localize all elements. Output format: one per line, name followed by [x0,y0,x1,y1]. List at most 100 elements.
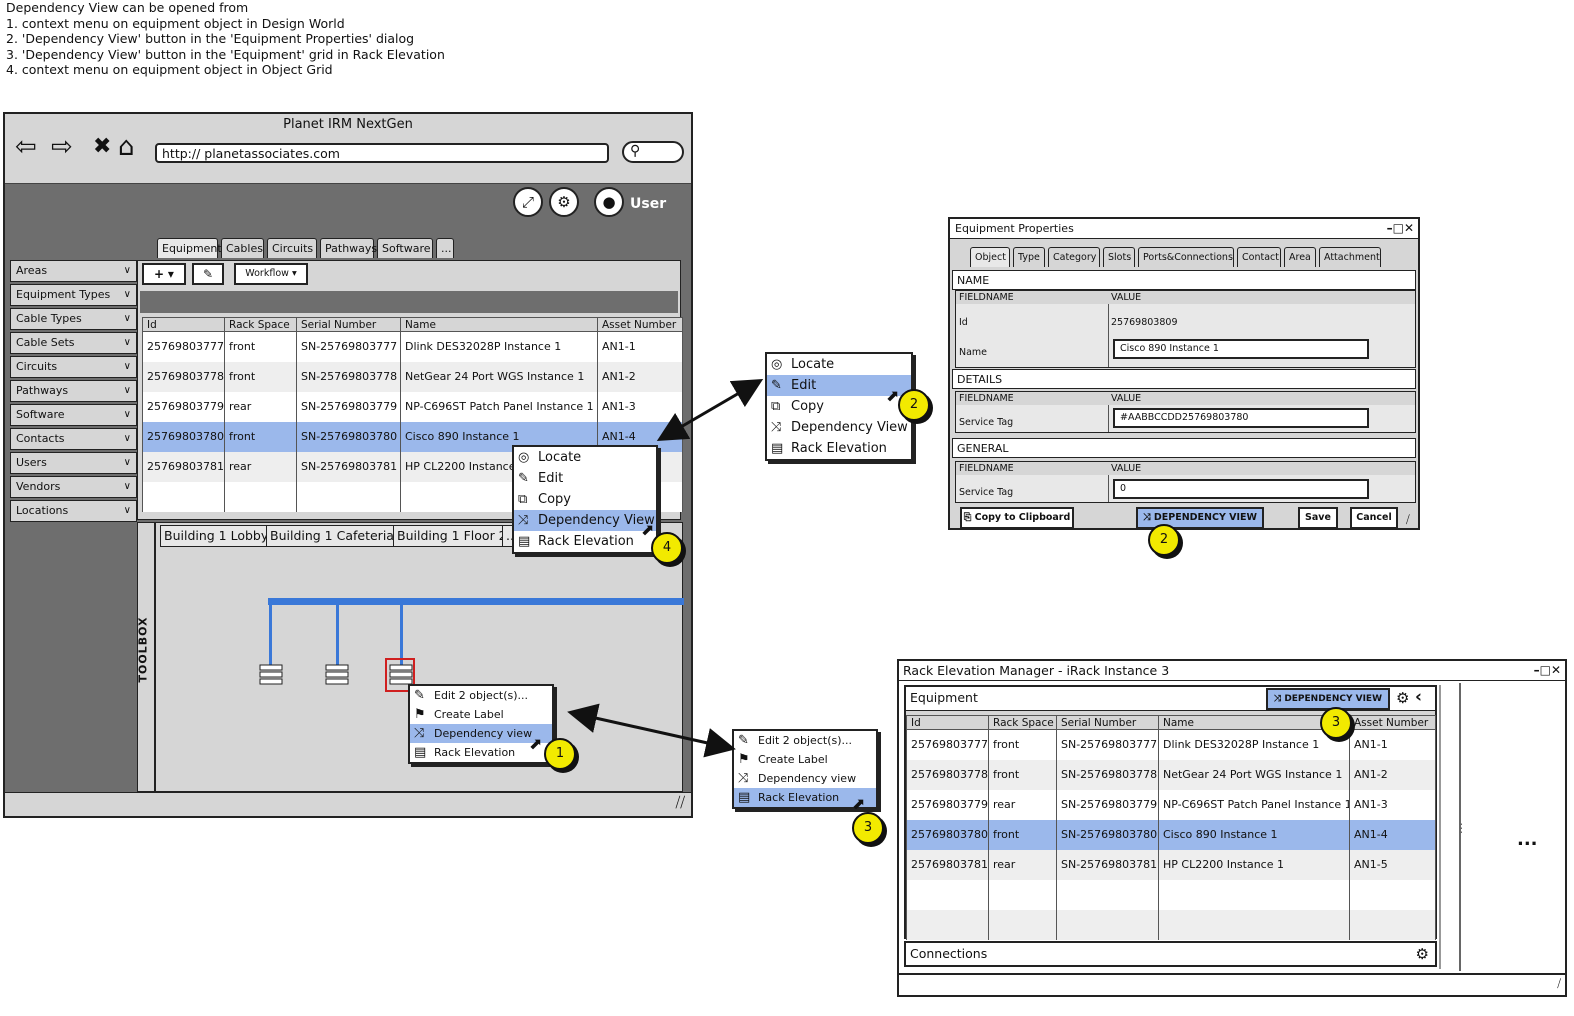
sidebar-item-pathways[interactable]: Pathways∨ [10,380,137,402]
menu-item-dependency-view[interactable]: ⤨Dependency View [514,510,656,531]
maximize-icon[interactable]: □ [1539,663,1551,677]
gear-icon[interactable]: ⚙ [1415,945,1429,963]
section-details[interactable]: DETAILS [952,369,1416,389]
table-row[interactable]: 25769803778 front SN-25769803778 NetGear… [142,361,683,392]
name-field[interactable]: Cisco 890 Instance 1 [1113,339,1369,359]
tab-object[interactable]: Object [970,247,1010,267]
section-general[interactable]: GENERAL [952,438,1416,458]
menu-item-rack-elevation[interactable]: ▤Rack Elevation [514,531,656,552]
tab-building-1-floor-2[interactable]: Building 1 Floor 2 [393,525,511,547]
resize-grip-icon[interactable]: ⧸ [1406,513,1410,526]
user-avatar[interactable]: ● [594,187,624,217]
table-row[interactable]: 25769803779 rear SN-25769803779 NP-C696S… [142,391,683,422]
tab-area[interactable]: Area [1284,247,1316,267]
menu-item-locate[interactable]: ◎Locate [514,447,656,468]
menu-item-edit[interactable]: ✎Edit [767,375,911,396]
column-header-rack-space[interactable]: Rack Space [988,715,1057,730]
tab-equipment[interactable]: Equipment [157,238,222,258]
menu-item-edit-objects[interactable]: ✎Edit 2 object(s)... [410,686,552,705]
tab-circuits[interactable]: Circuits [267,238,317,258]
menu-item-edit[interactable]: ✎Edit [514,468,656,489]
save-button[interactable]: Save [1298,507,1338,529]
sidebar-item-areas[interactable]: Areas∨ [10,260,137,282]
design-world-canvas[interactable]: Building 1 Lobby Building 1 Cafeteria Bu… [155,522,684,792]
sidebar-item-equipment-types[interactable]: Equipment Types∨ [10,284,137,306]
column-header-serial-number[interactable]: Serial Number [296,317,401,332]
sidebar-item-users[interactable]: Users∨ [10,452,137,474]
search-input[interactable]: ⚲ [622,141,684,163]
sidebar-item-software[interactable]: Software∨ [10,404,137,426]
maximize-icon[interactable]: □ [1392,221,1404,235]
dependency-view-button[interactable]: ⤨ DEPENDENCY VIEW [1266,688,1390,710]
toolbox-panel[interactable]: TOOLBOX [137,522,155,792]
tab-slots[interactable]: Slots [1103,247,1135,267]
user-label[interactable]: User [630,196,667,212]
sidebar-item-cable-types[interactable]: Cable Types∨ [10,308,137,330]
splitter-grip-icon[interactable]: ⋮ [1455,821,1467,835]
tab-pathways[interactable]: Pathways [320,238,377,258]
column-header-id[interactable]: Id [906,715,989,730]
menu-item-create-label[interactable]: ⚑Create Label [410,705,552,724]
tab-type[interactable]: Type [1013,247,1045,267]
tab-building-1-lobby[interactable]: Building 1 Lobby [160,525,273,547]
tab-building-1-cafeteria[interactable]: Building 1 Cafeteria [266,525,398,547]
column-header-name[interactable]: Name [1158,715,1350,730]
section-name[interactable]: NAME [952,270,1416,290]
sidebar-item-circuits[interactable]: Circuits∨ [10,356,137,378]
more-icon[interactable]: ... [1517,829,1538,850]
column-header-name[interactable]: Name [400,317,598,332]
add-button[interactable]: + ▾ [142,263,186,285]
table-row[interactable]: 25769803781 rear SN-25769803781 HP CL220… [142,451,683,482]
minimize-icon[interactable]: – [1533,663,1540,677]
menu-item-rack-elevation[interactable]: ▤Rack Elevation [734,788,876,807]
menu-item-dependency-view[interactable]: ⤨Dependency View [767,417,911,438]
dependency-view-button[interactable]: ⤨ DEPENDENCY VIEW [1136,507,1264,529]
column-header-serial-number[interactable]: Serial Number [1056,715,1159,730]
splitter[interactable] [1439,685,1441,969]
fullscreen-button[interactable]: ⤢ [513,187,543,217]
column-header-asset-number[interactable]: Asset Number [597,317,683,332]
menu-item-dependency-view[interactable]: ⤨Dependency view [734,769,876,788]
resize-grip-icon[interactable]: ⧸⧸ [675,795,685,811]
settings-button[interactable]: ⚙ [549,187,579,217]
table-row[interactable]: 25769803777 front SN-25769803777 Dlink D… [906,729,1436,760]
table-row[interactable]: 25769803781 rear SN-25769803781 HP CL220… [906,849,1436,880]
column-header-id[interactable]: Id [142,317,225,332]
table-row[interactable]: 25769803777 front SN-25769803777 Dlink D… [142,331,683,362]
copy-to-clipboard-button[interactable]: ⎘ Copy to Clipboard [960,507,1074,529]
cancel-button[interactable]: Cancel [1350,507,1398,529]
back-icon[interactable]: ⇦ [15,132,37,162]
table-row[interactable]: 25769803778 front SN-25769803778 NetGear… [906,759,1436,790]
tab-attachment[interactable]: Attachment [1319,247,1381,267]
server-rack-icon[interactable] [325,664,349,685]
sidebar-item-vendors[interactable]: Vendors∨ [10,476,137,498]
url-input[interactable]: http:// planetassociates.com [155,143,609,163]
general-service-tag-field[interactable]: 0 [1113,479,1369,499]
gear-icon[interactable]: ⚙ [1396,689,1410,707]
close-icon[interactable]: ✕ [1403,221,1414,235]
menu-item-locate[interactable]: ◎Locate [767,354,911,375]
window-controls[interactable]: –□✕ [1387,219,1414,238]
menu-item-create-label[interactable]: ⚑Create Label [734,750,876,769]
menu-item-rack-elevation[interactable]: ▤Rack Elevation [767,438,911,459]
tab-software[interactable]: Software [377,238,433,258]
sidebar-item-cable-sets[interactable]: Cable Sets∨ [10,332,137,354]
tab-category[interactable]: Category [1048,247,1100,267]
service-tag-field[interactable]: #AABBCCDD25769803780 [1113,408,1369,428]
menu-item-edit-objects[interactable]: ✎Edit 2 object(s)... [734,731,876,750]
chevron-left-icon[interactable]: ‹ [1415,687,1423,707]
resize-grip-icon[interactable]: ⧸ [1557,977,1561,990]
column-header-asset-number[interactable]: Asset Number [1349,715,1436,730]
tab-more[interactable]: ... [436,238,454,258]
server-rack-icon-selected[interactable] [389,664,413,685]
tab-cables[interactable]: Cables [221,238,264,258]
forward-icon[interactable]: ⇨ [51,132,73,162]
close-icon[interactable]: ✕ [1550,663,1561,677]
tab-contact[interactable]: Contact [1237,247,1281,267]
window-controls[interactable]: –□✕ [1534,661,1561,680]
table-row-selected[interactable]: 25769803780 front SN-25769803780 Cisco 8… [906,819,1436,850]
connections-panel[interactable]: Connections ⚙ [904,941,1437,967]
sidebar-item-contacts[interactable]: Contacts∨ [10,428,137,450]
table-row[interactable]: 25769803779 rear SN-25769803779 NP-C696S… [906,789,1436,820]
menu-item-copy[interactable]: ⧉Copy [767,396,911,417]
